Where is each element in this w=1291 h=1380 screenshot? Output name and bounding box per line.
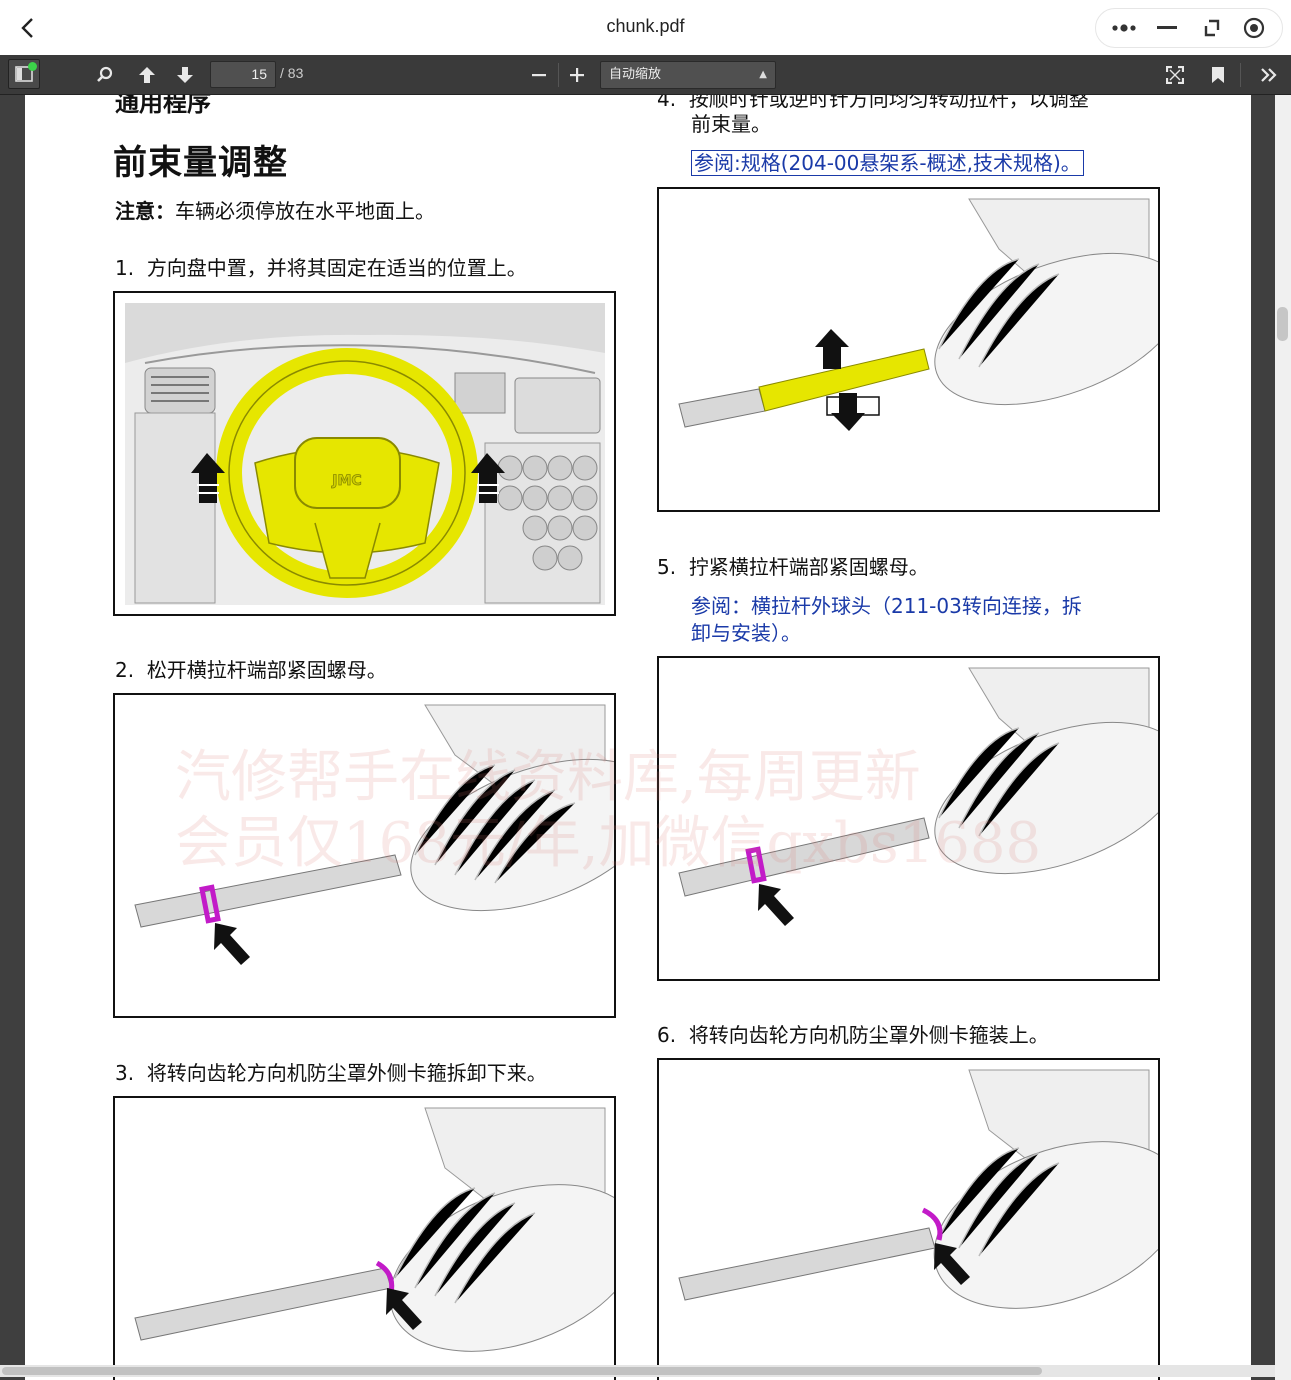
vertical-scrollbar[interactable] — [1275, 95, 1291, 1380]
double-chevron-right-icon — [1261, 68, 1277, 82]
minimize-button[interactable] — [1149, 13, 1185, 43]
rotation-arrow-up-icon — [815, 329, 849, 369]
step-text: 拧紧横拉杆端部紧固螺母。 — [688, 555, 929, 579]
step-text: 按顺时针或逆时针方向均匀转动拉杆，以调整 — [688, 95, 1089, 111]
more-button[interactable] — [1106, 13, 1142, 43]
spec-reference-link[interactable]: 参阅:规格(204-00悬架系-概述,技术规格)。 — [691, 147, 1084, 176]
tighten-nut-illustration — [678, 667, 1158, 926]
select-arrows-icon: ▲ — [759, 69, 767, 80]
step-number: 5. — [657, 555, 677, 579]
zoom-in-button[interactable] — [562, 60, 592, 90]
record-icon — [1244, 17, 1265, 39]
arrow-icon — [214, 923, 250, 965]
note-text: 车辆必须停放在水平地面上。 — [175, 199, 435, 223]
sidebar-icon — [15, 66, 33, 82]
step-text: 松开横拉杆端部紧固螺母。 — [146, 658, 387, 682]
vertical-scrollbar-thumb[interactable] — [1277, 307, 1288, 341]
arrow-icon — [758, 884, 794, 926]
zoom-out-button[interactable] — [524, 60, 554, 90]
section-heading: 通用程序 — [115, 95, 211, 117]
restore-icon — [1204, 19, 1219, 37]
step-number: 2. — [115, 658, 135, 682]
minimize-icon — [1157, 26, 1178, 29]
figure-steering-wheel: JMC — [113, 291, 616, 616]
arrow-down-icon — [177, 67, 193, 83]
back-button[interactable] — [12, 12, 44, 44]
note: 注意：车辆必须停放在水平地面上。 — [115, 195, 435, 224]
tie-rod-reference-link-continued[interactable]: 卸与安装）。 — [691, 621, 801, 645]
tie-rod-illustration — [134, 704, 614, 965]
figure-tighten-nut — [657, 656, 1160, 981]
restore-button[interactable] — [1193, 13, 1229, 43]
step-number: 1. — [115, 256, 135, 280]
presentation-mode-button[interactable] — [1160, 60, 1190, 90]
bookmark-button[interactable] — [1203, 60, 1233, 90]
toolbar-divider — [558, 63, 559, 87]
sidebar-toggle-button[interactable] — [8, 59, 40, 89]
tie-rod-reference-link[interactable]: 参阅：横拉杆外球头（211-03转向连接，拆 — [691, 594, 1082, 618]
note-label: 注意： — [115, 199, 175, 223]
tools-button[interactable] — [1254, 60, 1284, 90]
step-4-continued: 前束量。 — [691, 112, 771, 136]
step-6: 6. 将转向齿轮方向机防尘罩外侧卡箍装上。 — [657, 1019, 1049, 1048]
step-4: 4. 按顺时针或逆时针方向均匀转动拉杆，以调整 — [657, 95, 1089, 112]
app-bar: chunk.pdf — [0, 0, 1291, 55]
arrow-icon — [386, 1288, 422, 1330]
step-text: 将转向齿轮方向机防尘罩外侧卡箍装上。 — [688, 1023, 1049, 1047]
zoom-select-value: 自动缩放 — [609, 67, 662, 82]
step-text: 方向盘中置，并将其固定在适当的位置上。 — [146, 256, 527, 280]
step-number: 3. — [115, 1061, 135, 1085]
figure-rotate-rod — [657, 187, 1160, 512]
close-button[interactable] — [1236, 13, 1272, 43]
page-title: 前束量调整 — [113, 143, 288, 183]
arrow-icon — [934, 1243, 970, 1285]
toolbar-divider — [1240, 63, 1241, 87]
install-clamp-illustration — [678, 1069, 1158, 1309]
plus-icon — [570, 68, 584, 82]
figure-remove-clamp — [113, 1096, 616, 1380]
arrow-up-icon — [471, 453, 505, 503]
step-number: 4. — [657, 95, 677, 111]
figure-install-clamp — [657, 1058, 1160, 1380]
horizontal-scrollbar[interactable] — [0, 1365, 1275, 1377]
search-icon — [97, 66, 113, 82]
steering-wheel-illustration: JMC — [125, 303, 605, 605]
step-2: 2. 松开横拉杆端部紧固螺母。 — [115, 654, 387, 683]
bookmark-icon — [1212, 67, 1224, 83]
step-number: 6. — [657, 1023, 677, 1047]
step-text: 将转向齿轮方向机防尘罩外侧卡箍拆卸下来。 — [146, 1061, 547, 1085]
rotation-arrow-down-icon — [831, 393, 865, 431]
step-3: 3. 将转向齿轮方向机防尘罩外侧卡箍拆卸下来。 — [115, 1057, 547, 1086]
chevron-left-icon — [21, 18, 33, 38]
logo-text: JMC — [331, 473, 361, 489]
pdf-page: 通用程序 前束量调整 注意：车辆必须停放在水平地面上。 1. 方向盘中置，并将其… — [25, 95, 1251, 1380]
step-1: 1. 方向盘中置，并将其固定在适当的位置上。 — [115, 252, 527, 281]
page-number-input[interactable]: 15 — [210, 61, 276, 88]
boot-clamp-illustration — [134, 1107, 614, 1352]
fullscreen-icon — [1166, 66, 1184, 84]
notification-dot — [28, 62, 37, 71]
horizontal-scrollbar-thumb[interactable] — [2, 1367, 1042, 1375]
next-page-button[interactable] — [170, 60, 200, 90]
app-title: chunk.pdf — [606, 16, 685, 36]
previous-page-button[interactable] — [132, 60, 162, 90]
spec-reference-text: 参阅:规格(204-00悬架系-概述,技术规格)。 — [691, 150, 1084, 176]
page-total: / 83 — [280, 65, 304, 81]
zoom-select[interactable]: 自动缩放 ▲ — [600, 61, 776, 89]
find-button[interactable] — [90, 60, 120, 90]
arrow-up-icon — [191, 453, 225, 503]
arrow-up-icon — [139, 67, 155, 83]
pdf-viewer[interactable]: 通用程序 前束量调整 注意：车辆必须停放在水平地面上。 1. 方向盘中置，并将其… — [0, 95, 1291, 1380]
rotate-rod-illustration — [678, 198, 1158, 431]
more-icon — [1112, 24, 1136, 32]
pdf-toolbar: 15 / 83 自动缩放 ▲ — [0, 55, 1291, 95]
minus-icon — [532, 74, 546, 77]
window-controls — [1095, 8, 1283, 48]
step-5: 5. 拧紧横拉杆端部紧固螺母。 — [657, 551, 929, 580]
figure-loosen-nut — [113, 693, 616, 1018]
